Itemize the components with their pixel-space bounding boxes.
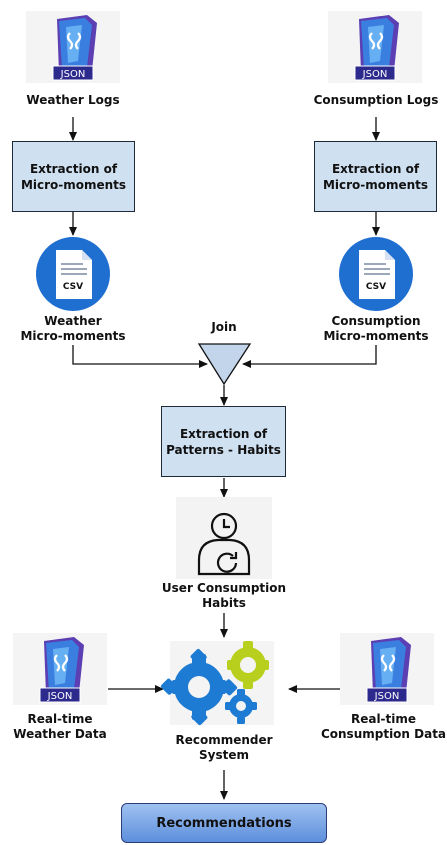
user-clock-icon — [176, 497, 272, 579]
json-badge-consumption: JSON — [362, 69, 388, 80]
extraction-micro-moments-left: Extraction of Micro-moments — [12, 141, 135, 212]
recommendations-box: Recommendations — [121, 803, 327, 843]
realtime-weather-label: Real-time Weather Data — [13, 712, 107, 741]
csv-file-icon — [339, 237, 413, 311]
arrow-consumption-mm-to-join — [242, 345, 377, 368]
extraction-micro-moments-right: Extraction of Micro-moments — [314, 141, 437, 212]
consumption-logs-label: Consumption Logs — [313, 93, 439, 107]
consumption-micro-moments-label: Consumption Micro-moments — [323, 314, 429, 343]
csv-file-icon — [36, 237, 110, 311]
join-triangle — [197, 343, 252, 386]
weather-logs-label: Weather Logs — [26, 93, 120, 107]
extraction-patterns-habits: Extraction of Patterns - Habits — [161, 406, 286, 477]
realtime-consumption-label: Real-time Consumption Data — [320, 712, 447, 741]
json-badge-weather: JSON — [60, 69, 86, 80]
recommender-system-label: Recommender System — [175, 733, 273, 762]
connectors — [69, 117, 380, 800]
gears-icon — [160, 641, 274, 726]
csv-badge-weather: CSV — [63, 282, 83, 292]
user-consumption-habits-label: User Consumption Habits — [161, 581, 287, 610]
json-badge-rt-consumption: JSON — [374, 691, 400, 702]
join-label: Join — [211, 320, 237, 334]
csv-badge-consumption: CSV — [366, 282, 386, 292]
json-badge-rt-weather: JSON — [47, 691, 73, 702]
weather-micro-moments-label: Weather Micro-moments — [20, 314, 126, 343]
arrow-weather-mm-to-join — [72, 345, 208, 368]
